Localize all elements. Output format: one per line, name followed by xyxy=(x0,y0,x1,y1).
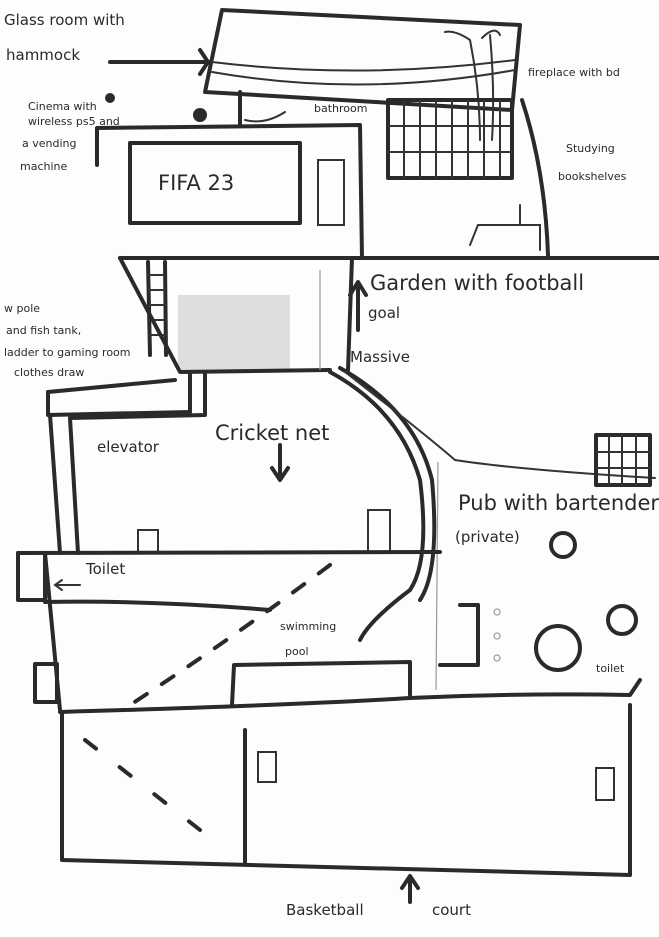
label-bathroom: bathroom xyxy=(314,102,367,115)
ladder xyxy=(146,260,168,357)
pub-wall xyxy=(435,461,439,691)
garden-boundary xyxy=(344,371,656,479)
label-glass-room: Glass room with xyxy=(4,11,125,29)
label-cricket-net: Cricket net xyxy=(215,421,329,445)
stumps-left xyxy=(137,529,159,554)
label-bookshelves: bookshelves xyxy=(558,170,627,183)
fish-tank xyxy=(46,370,192,417)
label-massive: Massive xyxy=(350,348,410,366)
hoop-left xyxy=(257,751,277,783)
screen-text: FIFA 23 xyxy=(158,171,234,195)
label-vending: a vending xyxy=(22,137,76,150)
arrow-down-icon xyxy=(270,443,290,482)
pool xyxy=(230,660,412,707)
plant-icon xyxy=(444,29,501,141)
label-elevator: elevator xyxy=(97,438,160,456)
gaming-room-shading xyxy=(178,295,290,370)
label-pool: pool xyxy=(285,645,309,658)
label-fish-tank: and fish tank, xyxy=(6,324,81,337)
label-goal: goal xyxy=(368,304,400,322)
bookshelf xyxy=(386,98,514,180)
label-pole: w pole xyxy=(4,302,40,315)
label-private: (private) xyxy=(455,528,520,546)
cinema-screen xyxy=(128,141,302,225)
label-ladder: ladder to gaming room xyxy=(4,346,131,359)
desk xyxy=(469,204,541,251)
arrow-to-glass-room xyxy=(108,48,210,76)
elevator-shaft xyxy=(48,370,207,555)
football-goal xyxy=(594,433,652,487)
cinema-room xyxy=(95,90,364,260)
label-basketball: Basketball xyxy=(286,901,364,919)
label-toilet: Toilet xyxy=(85,560,125,578)
arrow-up-icon xyxy=(400,874,420,904)
ps5-icon xyxy=(105,93,115,103)
label-cinema: Cinema with xyxy=(28,100,97,113)
label-garden: Garden with football xyxy=(370,271,584,295)
controller-icon xyxy=(193,108,207,122)
label-studying: Studying xyxy=(566,142,615,155)
label-toilet-right: toilet xyxy=(596,662,625,675)
toilet-room xyxy=(16,551,47,602)
slide xyxy=(328,370,426,642)
label-court: court xyxy=(432,901,471,919)
label-cinema-ps5: wireless ps5 and xyxy=(28,115,120,128)
label-machine: machine xyxy=(20,160,68,173)
label-clothes: clothes draw xyxy=(14,366,84,379)
label-fireplace: fireplace with bd xyxy=(528,66,620,79)
vending-machine xyxy=(317,159,345,226)
study-wall xyxy=(520,98,550,257)
pub-tables xyxy=(438,531,638,672)
basketball-court xyxy=(60,703,632,904)
label-pub: Pub with bartender xyxy=(458,491,659,515)
toilet-arrow xyxy=(53,579,81,591)
stumps-right xyxy=(367,509,391,554)
label-swimming: swimming xyxy=(280,620,336,633)
pool-steps xyxy=(128,563,332,707)
hoop-right xyxy=(595,767,615,801)
side-door xyxy=(33,662,59,704)
label-hammock: hammock xyxy=(6,46,80,64)
